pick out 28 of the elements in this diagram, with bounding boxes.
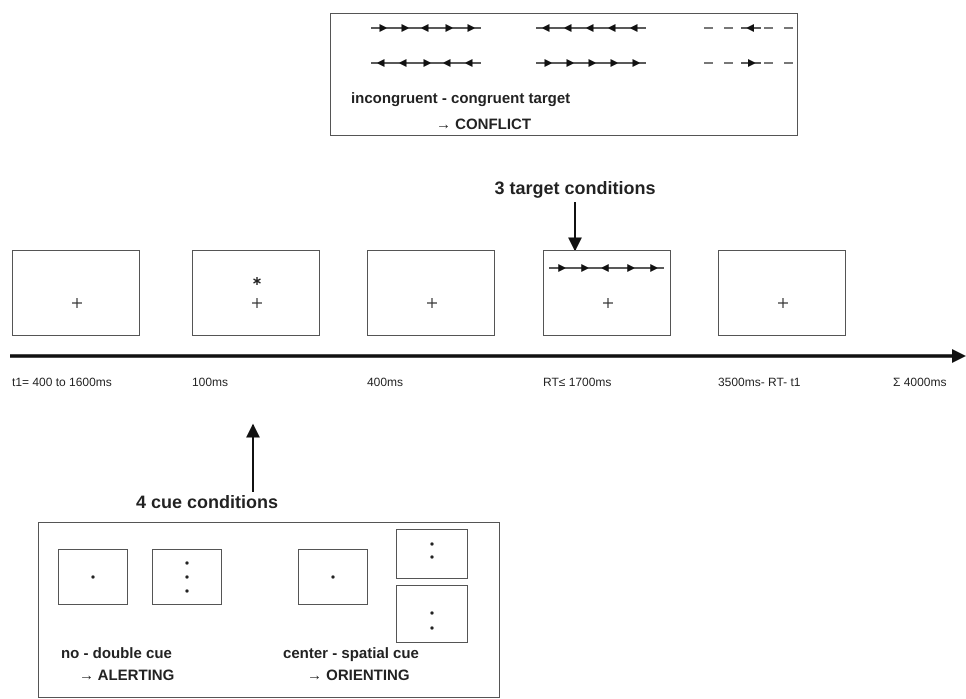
panel-text: → ALERTING <box>79 667 174 684</box>
time-label: RT≤ 1700ms <box>543 375 612 389</box>
cue-screen-frame <box>152 549 222 605</box>
panel-text: no - double cue <box>61 645 172 662</box>
screen-frame <box>718 250 846 336</box>
condition-panel <box>38 522 500 698</box>
screen-frame <box>543 250 671 336</box>
condition-heading: 3 target conditions <box>490 178 660 199</box>
condition-panel <box>330 13 798 136</box>
panel-text: → ORIENTING <box>307 667 410 684</box>
cue-screen-frame <box>298 549 368 605</box>
panel-text: incongruent - congruent target <box>351 90 570 107</box>
time-label: 100ms <box>192 375 228 389</box>
screen-frame <box>192 250 320 336</box>
time-label: t1= 400 to 1600ms <box>12 375 112 389</box>
time-label: 3500ms- RT- t1 <box>718 375 800 389</box>
arrow <box>568 202 582 252</box>
panel-text: center - spatial cue <box>283 645 419 662</box>
time-label: 400ms <box>367 375 404 389</box>
screen-frame <box>12 250 140 336</box>
time-label: Σ 4000ms <box>893 375 946 389</box>
arrow <box>246 424 260 492</box>
screen-frame <box>367 250 495 336</box>
cue-screen-frame <box>396 585 468 643</box>
panel-text: → CONFLICT <box>436 116 531 133</box>
cue-screen-frame <box>58 549 128 605</box>
condition-heading: 4 cue conditions <box>92 492 322 513</box>
cue-screen-frame <box>396 529 468 579</box>
